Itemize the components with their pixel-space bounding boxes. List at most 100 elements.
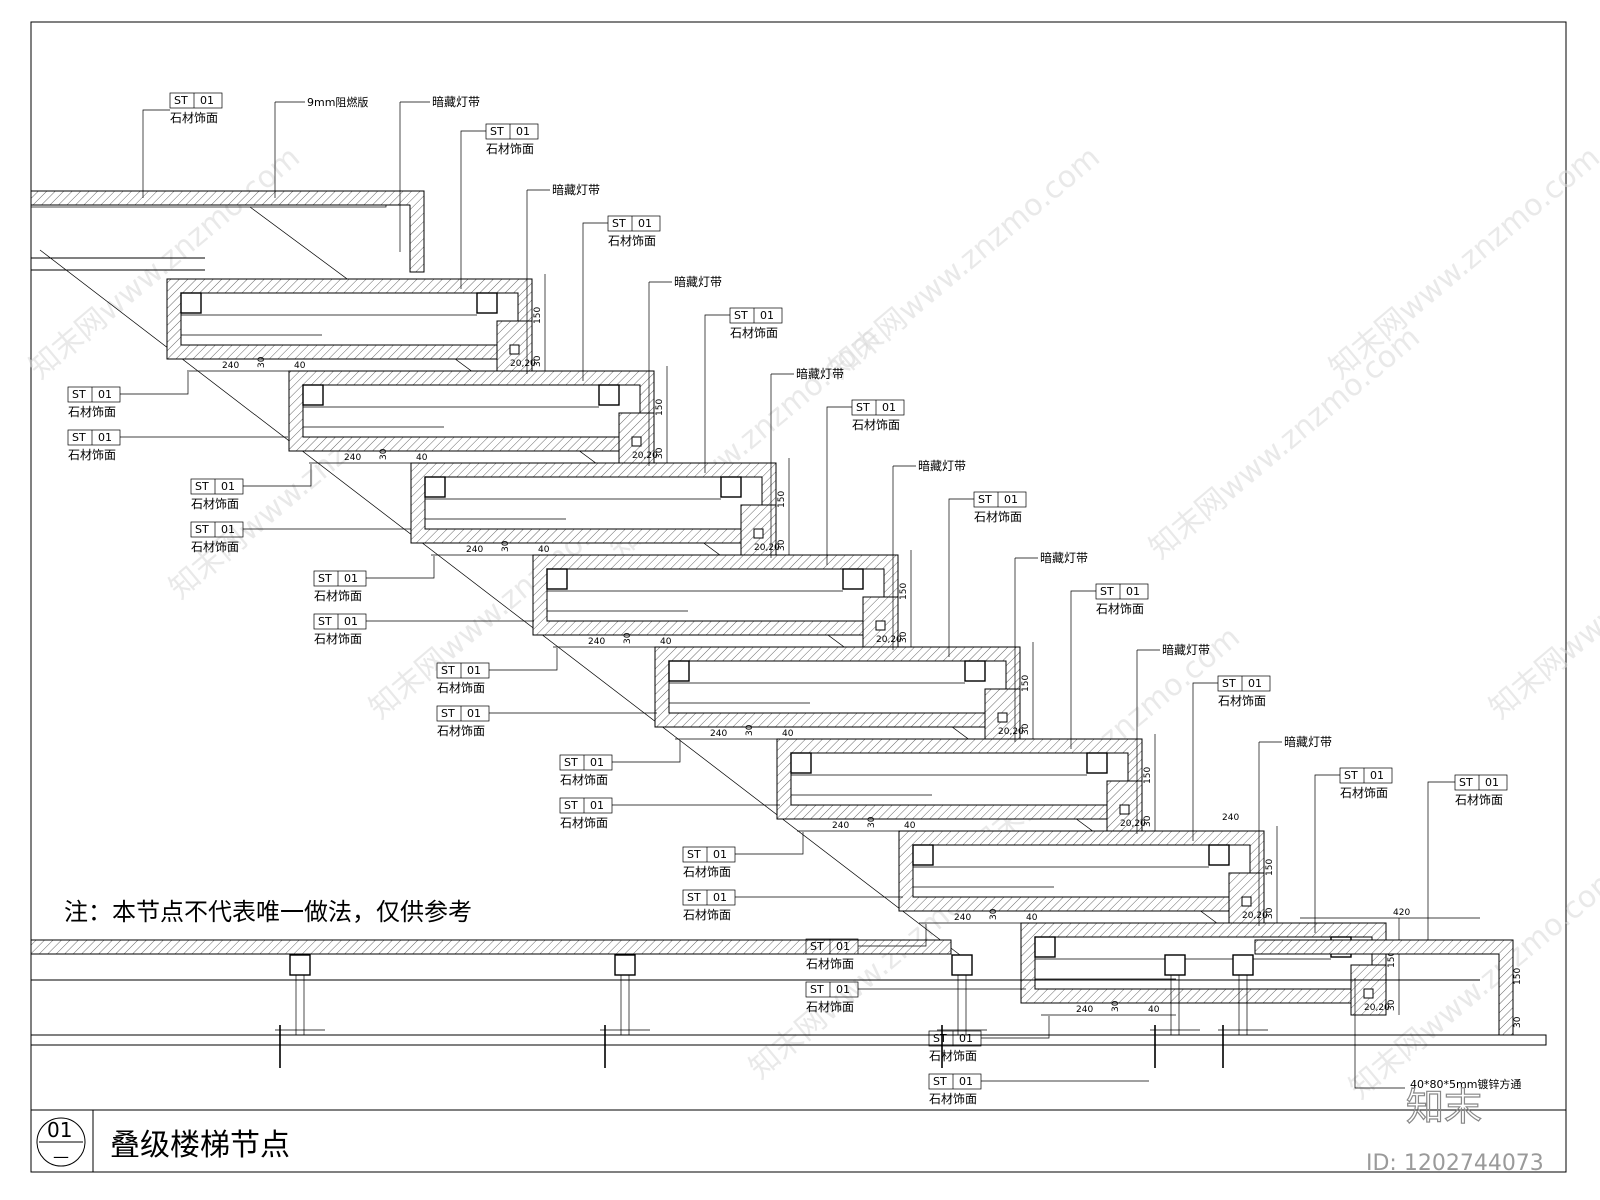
leader-left-a [366, 556, 435, 579]
tag-box [67, 429, 121, 446]
tag-box [169, 92, 223, 109]
support-posts-group [275, 954, 1268, 1068]
tag-material-label: 石材饰面 [929, 1049, 977, 1063]
dim-30-h: 30 [623, 632, 633, 644]
tag-material-label: 石材饰面 [683, 865, 731, 879]
tag-material-label: 石材饰面 [1096, 602, 1144, 616]
support-post [1218, 954, 1268, 1068]
detail-number-circle [36, 1117, 86, 1167]
tread-cavity [912, 844, 1251, 898]
steel-tube-right [964, 660, 986, 682]
tag-number: 01 [221, 523, 235, 536]
tag-number: 01 [344, 615, 358, 628]
tag-code: ST [441, 707, 455, 720]
tag-box [851, 399, 905, 416]
dim-30-h: 30 [501, 540, 511, 552]
hidden-light-box [1241, 896, 1252, 907]
dim-20-20: 20,20 [632, 451, 658, 461]
tag-box [682, 846, 736, 863]
drawing-title: 叠级楼梯节点 [110, 1128, 290, 1163]
dim-420: 420 [1393, 908, 1410, 918]
leader-right [1070, 590, 1096, 749]
watermark-text: 知末网www.znzmo.com [1483, 480, 1600, 726]
tag-number: 01 [713, 891, 727, 904]
label-light: 暗藏灯带 [1162, 642, 1210, 657]
tag-box [1095, 583, 1149, 600]
leader-left-a [612, 740, 681, 763]
dim-40: 40 [782, 729, 794, 739]
steel-tube-left [546, 568, 568, 590]
upper-landing-beam [30, 204, 387, 208]
tag-material-label: 石材饰面 [608, 234, 656, 248]
tag-material-label: 石材饰面 [560, 773, 608, 787]
tag-box [436, 705, 490, 722]
tag-number: 01 [221, 480, 235, 493]
tag-number: 01 [344, 572, 358, 585]
dim-240: 240 [588, 637, 605, 647]
tag-material-label: 石材饰面 [437, 681, 485, 695]
tag-box [313, 570, 367, 587]
support-post [937, 954, 987, 1068]
dim-150: 150 [533, 307, 543, 324]
tag-code: ST [933, 1032, 947, 1045]
steel-tube-section [1232, 954, 1254, 976]
tag-box [682, 889, 736, 906]
steel-tube-section [951, 954, 973, 976]
tag-code: ST [195, 523, 209, 536]
dim-150: 150 [1143, 767, 1153, 784]
tag-box [190, 478, 244, 495]
dim-30: 30 [899, 631, 909, 643]
tag-number: 01 [959, 1075, 973, 1088]
tag-box [313, 613, 367, 630]
steel-tube-left [790, 752, 812, 774]
dim-20-20: 20,20 [1364, 1003, 1390, 1013]
tag-material-label: 石材饰面 [1218, 694, 1266, 708]
dim-30: 30 [1387, 999, 1397, 1011]
tag-code: ST [810, 983, 824, 996]
steel-tube-right [842, 568, 864, 590]
dim-40: 40 [904, 821, 916, 831]
tag-code: ST [687, 891, 701, 904]
tag-box [436, 662, 490, 679]
detail-number: 01 [47, 1118, 72, 1142]
leader-right [582, 222, 608, 381]
tag-material-label: 石材饰面 [191, 497, 239, 511]
tag-code: ST [195, 480, 209, 493]
steel-tube-left [912, 844, 934, 866]
label-board: 9mm阻燃版 [307, 95, 368, 109]
tag-code: ST [687, 848, 701, 861]
leader-right [1192, 682, 1218, 841]
leader-right [948, 498, 974, 657]
tag-code: ST [810, 940, 824, 953]
hidden-light-box [753, 528, 764, 539]
tag-number: 01 [590, 756, 604, 769]
watermark-text: 知末网www.znzmo.com [1143, 320, 1427, 566]
tag-number: 01 [760, 309, 774, 322]
steel-tube-section [289, 954, 311, 976]
tread-cavity [424, 476, 763, 530]
tag-material-label: 石材饰面 [314, 589, 362, 603]
upper-landing-riser [409, 191, 425, 273]
label-light: 暗藏灯带 [552, 182, 600, 197]
tag-number: 01 [98, 431, 112, 444]
tag-number: 01 [1004, 493, 1018, 506]
tag-code: ST [1459, 776, 1473, 789]
label-light-top: 暗藏灯带 [432, 94, 480, 109]
dim-30-h: 30 [257, 356, 267, 368]
dim-150: 150 [1021, 675, 1031, 692]
leader-right [460, 130, 486, 289]
tag-material-label: 石材饰面 [974, 510, 1022, 524]
tag-code: ST [490, 125, 504, 138]
leader-left-a [981, 1016, 1050, 1039]
steel-tube-left [302, 384, 324, 406]
